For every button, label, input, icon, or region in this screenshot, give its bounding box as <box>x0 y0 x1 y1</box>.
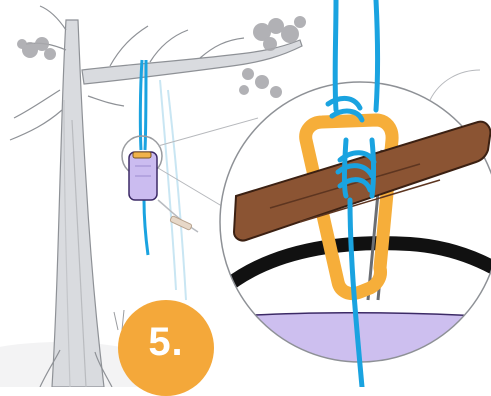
zoom-guide-right <box>430 70 480 100</box>
bag-icon <box>129 152 157 200</box>
bear-hang-illustration <box>0 0 491 387</box>
step-number: 5. <box>148 320 183 365</box>
bag-top-zoomed <box>210 313 491 380</box>
faint-rope-lines <box>160 80 186 300</box>
step-badge: 5. <box>118 300 214 396</box>
guide-line <box>158 200 198 232</box>
